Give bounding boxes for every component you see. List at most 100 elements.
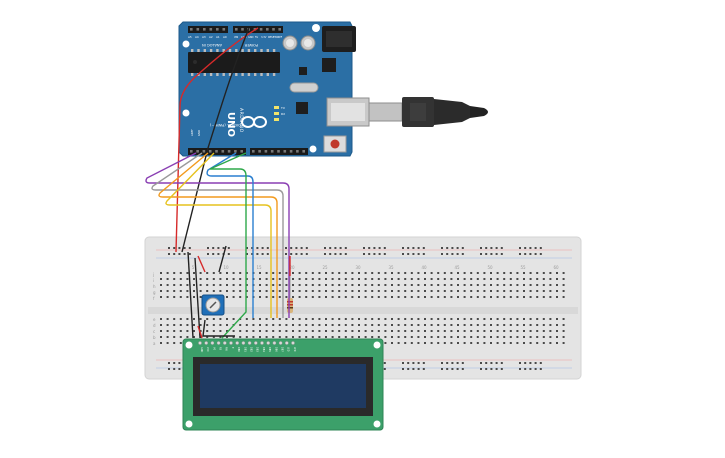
lcd-pin[interactable] <box>222 341 227 345</box>
breadboard-hole <box>160 278 162 280</box>
reset-button-cap[interactable] <box>330 139 340 149</box>
breadboard-hole <box>173 342 176 344</box>
breadboard-hole <box>232 336 235 338</box>
lcd-pin[interactable] <box>216 341 221 345</box>
arduino-uno-board[interactable]: ANALOG IN POWER A5 A4 A3 A2 A1 A0 VIN GN… <box>178 21 370 157</box>
lcd-pin[interactable] <box>204 341 208 345</box>
wire-purple[interactable] <box>145 152 290 318</box>
breadboard-hole <box>227 253 230 255</box>
breadboard-hole <box>318 336 321 338</box>
wire-black-jumper[interactable] <box>218 245 227 273</box>
breadboard-hole <box>536 296 539 298</box>
lcd-pin[interactable] <box>284 341 289 345</box>
pin-label: A4 <box>195 35 199 39</box>
breadboard-hole <box>456 368 459 370</box>
wire-red-jumper[interactable] <box>197 325 203 339</box>
breadboard-hole <box>430 324 433 326</box>
lcd-pin[interactable] <box>247 341 252 345</box>
breadboard-hole <box>364 290 367 292</box>
breadboard-hole <box>410 284 413 286</box>
breadboard-hole <box>358 336 360 338</box>
breadboard-hole <box>410 336 413 338</box>
lcd-pin[interactable] <box>235 341 239 345</box>
pin-label: 5V <box>255 36 259 39</box>
breadboard-hole <box>331 318 334 320</box>
breadboard-hole <box>503 284 506 286</box>
lcd-pin[interactable] <box>278 341 283 345</box>
lcd-pin[interactable] <box>266 341 271 345</box>
chip-notch <box>193 60 197 64</box>
wire-black-jumper[interactable] <box>187 251 194 339</box>
wire-black-jumper[interactable] <box>194 257 201 339</box>
power-header[interactable] <box>233 26 283 33</box>
lcd-pin[interactable] <box>291 341 295 345</box>
breadboard-hole <box>391 318 393 320</box>
wire-orange[interactable] <box>158 152 278 318</box>
breadboard-hole <box>266 253 269 255</box>
breadboard-hole <box>422 362 425 364</box>
analog-header[interactable] <box>188 26 228 33</box>
breadboard-hole <box>160 284 162 286</box>
wire-gray[interactable] <box>151 152 284 318</box>
breadboard-hole <box>524 362 527 364</box>
header-pin <box>258 150 261 153</box>
lcd-pin[interactable] <box>198 341 202 345</box>
lcd-pin[interactable] <box>272 341 277 345</box>
lcd-pin[interactable] <box>241 341 246 345</box>
breadboard-hole <box>407 247 410 249</box>
lcd-pin[interactable] <box>229 341 233 345</box>
breadboard-hole <box>344 296 347 298</box>
pin-label: A0 <box>223 35 227 39</box>
wire-black-gnd[interactable] <box>181 27 250 253</box>
breadboard-hole <box>523 324 525 326</box>
breadboard-hole <box>417 324 420 326</box>
breadboard-hole <box>344 278 347 280</box>
breadboard-hole <box>451 362 454 364</box>
usb-cable[interactable] <box>368 97 488 127</box>
breadboard-hole <box>542 330 545 332</box>
breadboard-hole <box>325 318 327 320</box>
breadboard-hole <box>265 272 268 274</box>
breadboard-hole <box>193 324 195 326</box>
breadboard-hole <box>371 330 374 332</box>
breadboard-hole <box>536 318 539 320</box>
chip-leg <box>272 49 276 52</box>
breadboard-hole <box>331 336 334 338</box>
breadboard-hole <box>186 330 189 332</box>
wire-blue[interactable] <box>206 152 254 318</box>
wire-black-jumper[interactable] <box>202 319 235 337</box>
breadboard-hole <box>183 253 186 255</box>
breadboard-hole <box>451 368 454 370</box>
rx-label: RX <box>281 112 285 116</box>
wire-red-jumper[interactable] <box>197 255 206 273</box>
potentiometer[interactable] <box>201 294 225 316</box>
breadboard-hole <box>549 336 552 338</box>
chip-leg <box>241 73 244 76</box>
breadboard-hole <box>424 336 426 338</box>
breadboard-hole <box>311 278 314 280</box>
wire-red-5v[interactable] <box>175 27 259 253</box>
breadboard-hole <box>311 318 314 320</box>
breadboard-hole <box>539 247 542 249</box>
lcd-pin-label: DB3 <box>256 347 259 352</box>
breadboard-hole <box>404 278 407 280</box>
breadboard-hole <box>410 330 413 332</box>
breadboard-hole <box>305 336 308 338</box>
breadboard-hole <box>259 318 261 320</box>
breadboard-hole <box>186 336 189 338</box>
mounting-hole <box>309 145 317 153</box>
breadboard-hole <box>186 324 189 326</box>
wire-yellow[interactable] <box>165 152 272 318</box>
lcd-pin[interactable] <box>210 341 215 345</box>
breadboard-hole <box>536 342 539 344</box>
lcd-pin[interactable] <box>253 341 258 345</box>
breadboard-hole <box>318 290 321 292</box>
breadboard-hole <box>443 278 446 280</box>
wire-green[interactable] <box>209 152 247 339</box>
chip-leg <box>203 73 206 76</box>
lcd-pin-header[interactable] <box>198 341 295 345</box>
breadboard-hole <box>404 324 407 326</box>
lcd-pin[interactable] <box>260 341 264 345</box>
breadboard-hole <box>364 336 367 338</box>
